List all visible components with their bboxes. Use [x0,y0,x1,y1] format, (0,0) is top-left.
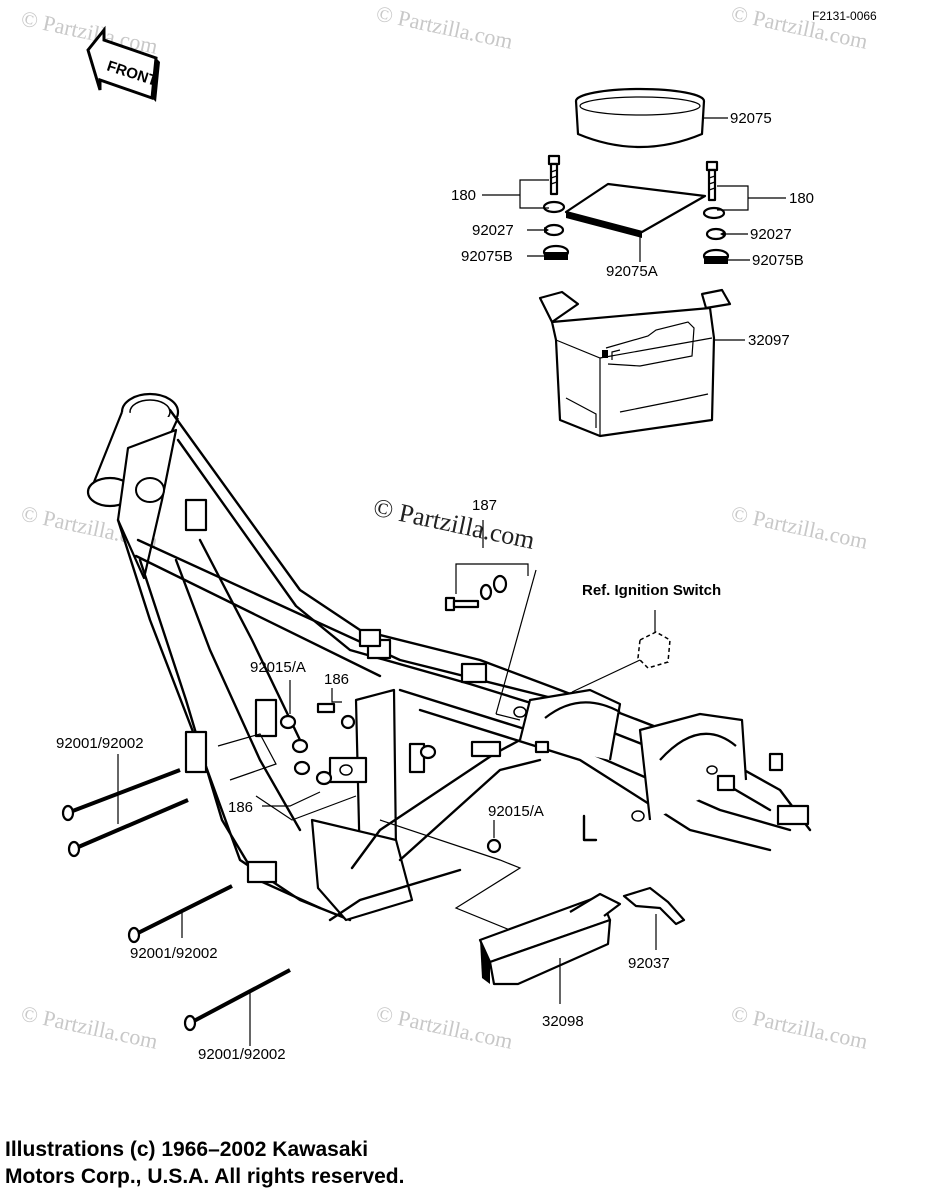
leaders-upper [482,117,786,341]
ignition-switch-ref [571,610,671,693]
bolt-stack-left [542,154,570,260]
watermark: © Partzilla.com [374,1000,515,1053]
watermark-center: © Partzilla.com [371,493,538,555]
part-92037-clamp [622,886,686,950]
battery-band [574,87,706,149]
battery-pad [564,182,707,238]
callout-180-right: 180 [789,190,814,207]
front-arrow-icon: FRONT [86,25,160,102]
copyright-line-1: Illustrations (c) 1966–2002 Kawasaki [5,1138,369,1161]
callout-32097: 32097 [748,332,790,349]
bolt-stack-right [702,160,730,264]
fasteners-left [279,680,550,854]
callout-92001-upper: 92001/92002 [56,735,144,752]
watermark: © Partzilla.com [729,500,870,553]
callout-186-upper: 186 [324,671,349,688]
callout-92075B-left: 92075B [461,248,513,265]
callout-92075B-right: 92075B [752,252,804,269]
callout-32098: 32098 [542,1013,584,1030]
callout-ref-ignition-switch: Ref. Ignition Switch [582,582,721,599]
callout-187: 187 [472,497,497,514]
copyright-line-2: Motors Corp., U.S.A. All rights reserved… [5,1165,405,1188]
callout-186-lower: 186 [228,799,253,816]
callout-92075A: 92075A [606,263,658,280]
callout-92037: 92037 [628,955,670,972]
callout-92027-left: 92027 [472,222,514,239]
part-32098-cover [478,892,622,1004]
callout-92001-middle: 92001/92002 [130,945,218,962]
callout-92001-lower: 92001/92002 [198,1046,286,1063]
long-bolts [61,754,291,1046]
motorcycle-frame [86,392,812,922]
callout-labels: 92075 180 180 92027 92027 92075B 92075B … [56,110,814,1063]
bolt-187-set [444,520,537,721]
callout-92015A-upper: 92015/A [250,659,306,676]
watermark: © Partzilla.com [374,0,515,53]
callout-92027-right: 92027 [750,226,792,243]
watermark: © Partzilla.com [19,1000,160,1053]
battery-case [538,288,732,438]
copyright-notice: Illustrations (c) 1966–2002 Kawasaki Mot… [5,1136,404,1190]
leaders-lower [217,733,522,931]
callout-92015A-lower: 92015/A [488,803,544,820]
watermark: © Partzilla.com [729,1000,870,1053]
callout-92075: 92075 [730,110,772,127]
diagram-code: F2131-0066 [812,9,877,23]
callout-180-left: 180 [451,187,476,204]
